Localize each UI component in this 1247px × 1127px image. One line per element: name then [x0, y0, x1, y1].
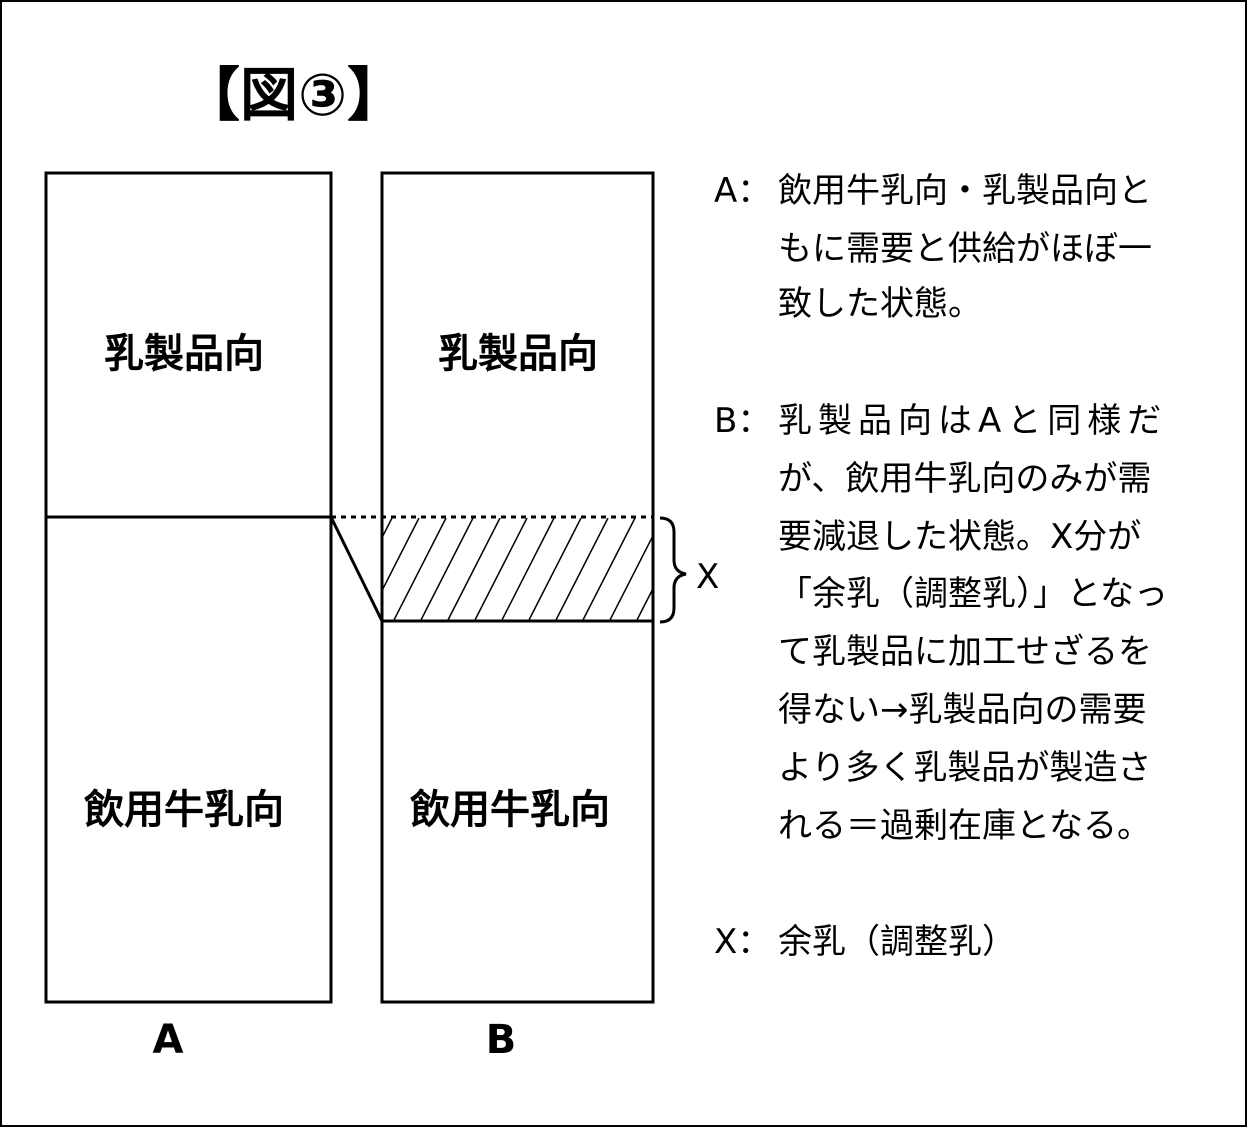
note-b-line: 要減退した状態。X分が: [778, 517, 1142, 557]
brace: [659, 516, 687, 624]
hatch-line: [636, 588, 652, 620]
note-b-key: B：: [714, 401, 772, 441]
note-b-line: より多く乳製品が製造さ: [778, 748, 1152, 788]
hatch-line: [474, 518, 528, 620]
hatch-line: [393, 518, 447, 620]
note-a-key: A：: [714, 171, 772, 211]
note-b-line: 得ない→乳製品向の需要: [778, 690, 1147, 730]
note-a-line: 致した状態。: [778, 284, 982, 324]
hatch-line: [383, 518, 420, 591]
bar-b: [380, 171, 655, 1004]
bar-a-lower-label: 飲用牛乳向: [84, 787, 284, 833]
surplus-hatch: [383, 518, 652, 620]
figure-title: 【図③】: [182, 61, 406, 129]
hatch-line: [383, 518, 393, 538]
hatch-line: [528, 518, 582, 620]
x-marker-label: X: [696, 557, 720, 597]
hatch-line: [501, 518, 555, 620]
hatch-line: [582, 518, 636, 620]
note-b-line: が、飲用牛乳向のみが需: [778, 459, 1152, 499]
hatch-line: [555, 518, 609, 620]
note-a-line: 飲用牛乳向・乳製品向と: [778, 171, 1152, 211]
note-b-line: 乳製品向はAと同様だ: [778, 401, 1168, 441]
bar-a-caption: A: [152, 1017, 184, 1063]
bar-b-caption: B: [485, 1017, 517, 1063]
note-b-line: て乳製品に加工せざるを: [778, 632, 1152, 672]
note-x-line: 余乳（調整乳）: [778, 922, 1016, 962]
shift-line: [329, 516, 384, 622]
note-b-line: 「余乳（調整乳）」となっ: [778, 574, 1168, 614]
bar-b-lower-label: 飲用牛乳向: [410, 787, 610, 833]
note-x-key: X：: [714, 922, 772, 962]
note-b-line: れる＝過剰在庫となる。: [778, 806, 1151, 846]
bar-a: [44, 171, 333, 1004]
note-a-line: もに需要と供給がほぼ一: [778, 229, 1152, 269]
hatch-line: [420, 518, 474, 620]
hatch-line: [447, 518, 501, 620]
hatch-line: [609, 535, 652, 620]
bar-a-upper-label: 乳製品向: [104, 331, 264, 377]
bar-b-upper-label: 乳製品向: [438, 331, 598, 377]
